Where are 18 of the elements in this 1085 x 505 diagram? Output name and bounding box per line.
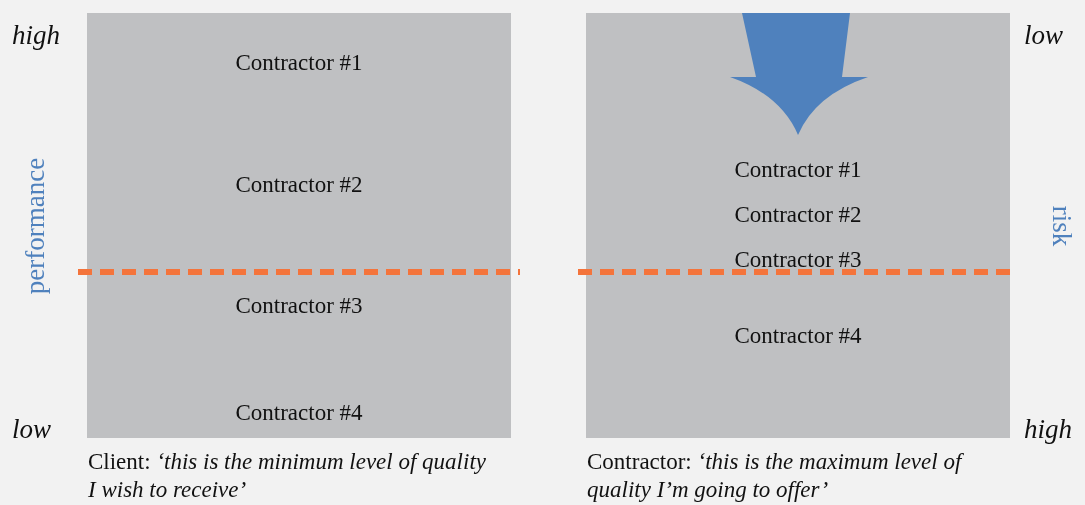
caption-text: Client: ‘this is the minimum level of quality I wish to receive’	[88, 448, 487, 504]
axis-title: risk	[1046, 205, 1077, 247]
contractor-label: Contractor #3	[235, 293, 363, 319]
contractor-label: Contractor #1	[235, 50, 363, 76]
panel-background	[87, 13, 511, 438]
axis-label: high	[12, 20, 60, 50]
contractor-label: Contractor #2	[235, 172, 363, 198]
axis-label: low	[12, 414, 51, 444]
contractor-label: Contractor #4	[235, 400, 363, 426]
contractor-label: Contractor #2	[734, 202, 862, 228]
caption-text: Contractor: ‘this is the maximum level of quality I’m going to offer’	[587, 448, 965, 504]
panel-background	[586, 13, 1010, 438]
contractor-label: Contractor #1	[734, 157, 862, 183]
axis-label: high	[1024, 414, 1072, 444]
contractor-label: Contractor #4	[734, 323, 862, 349]
axis-label: low	[1024, 20, 1063, 50]
axis-title: performance	[20, 157, 51, 295]
contractor-label: Contractor #3	[734, 247, 862, 273]
